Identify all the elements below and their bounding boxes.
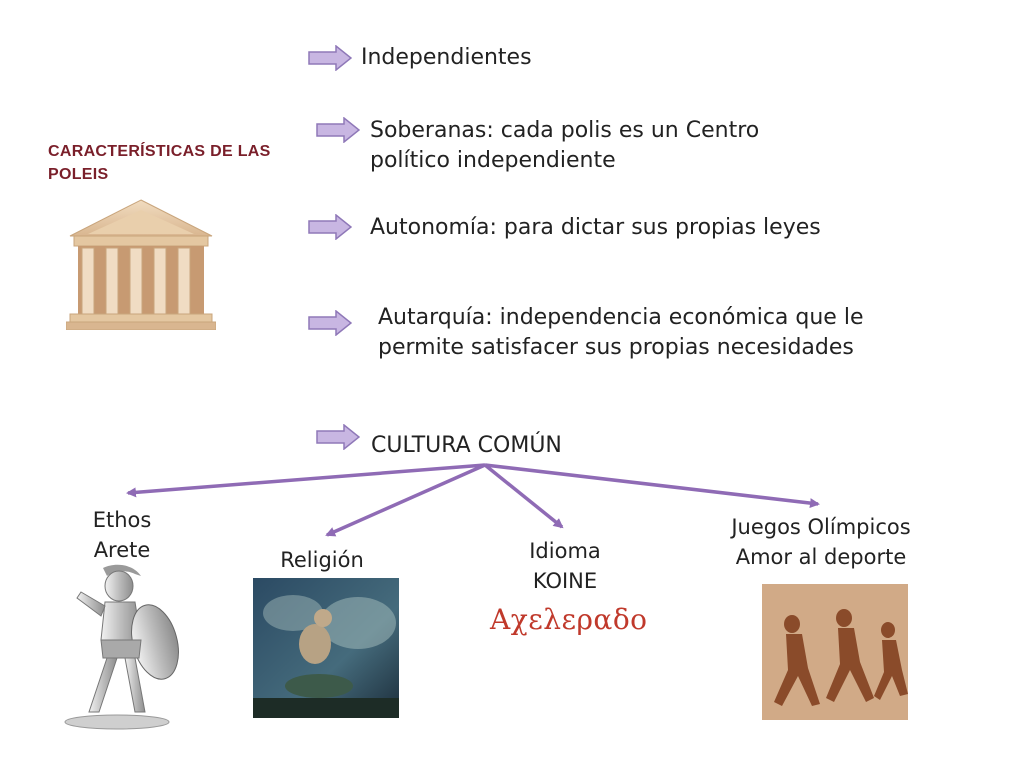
religion-winged-figure-image: [253, 578, 399, 718]
olympic-runners-fresco-image: [762, 584, 908, 720]
characteristic-soberanas: Soberanas: cada polis es un Centro polít…: [370, 118, 760, 173]
branch-label: Idioma: [529, 539, 601, 563]
hoplite-statue-image: [64, 564, 179, 730]
characteristic-autonomia: Autonomía: para dictar sus propias leyes: [370, 215, 821, 240]
branch-label: Religión: [280, 548, 364, 572]
branch-label: Juegos Olímpicos: [731, 515, 911, 539]
branch-juegos-olimpicos: Juegos Olímpicos Amor al deporte: [696, 512, 946, 572]
greek-temple-image: [66, 199, 216, 330]
arrow-right-icon: [308, 214, 352, 240]
characteristic-autarquia: Autarquía: independencia económica que l…: [378, 305, 864, 360]
branch-label: Ethos: [92, 508, 152, 532]
slide-title: CARACTERÍSTICAS DE LAS POLEIS: [48, 143, 271, 183]
arrow-right-icon: [316, 424, 360, 450]
branch-label: Arete: [93, 538, 151, 562]
branch-idioma-koine: Idioma KOINE: [500, 536, 630, 596]
branch-label: Amor al deporte: [735, 545, 907, 569]
branch-religion: Religión: [262, 545, 382, 575]
arrow-right-icon: [308, 45, 352, 71]
arrow-right-icon: [316, 117, 360, 143]
koine-greek-word: Αχελεραδο: [490, 603, 648, 636]
branch-label: KOINE: [532, 569, 598, 593]
arrow-right-icon: [308, 310, 352, 336]
branch-ethos-arete: Ethos Arete: [62, 505, 182, 565]
cultura-comun-heading: CULTURA COMÚN: [371, 433, 562, 458]
characteristic-independientes: Independientes: [361, 45, 532, 70]
